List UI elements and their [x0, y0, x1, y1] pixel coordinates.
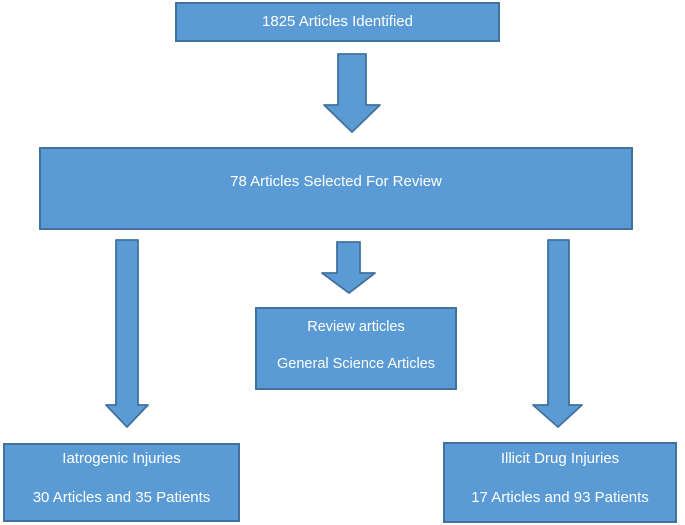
node-articles-identified-label: 1825 Articles Identified	[262, 13, 413, 30]
down-arrow-selected-to-iatrogenic-icon	[105, 239, 149, 428]
node-review-excluded-line1: Review articles	[307, 319, 405, 335]
node-illicit-drug-injuries-line2: 17 Articles and 93 Patients	[471, 489, 649, 506]
node-articles-selected-label: 78 Articles Selected For Review	[230, 173, 442, 190]
node-illicit-drug-injuries-line1: Illicit Drug Injuries	[500, 450, 620, 467]
node-iatrogenic-injuries: Iatrogenic Injuries 30 Articles and 35 P…	[3, 443, 240, 522]
node-articles-identified: 1825 Articles Identified	[175, 2, 500, 42]
node-iatrogenic-injuries-line2: 30 Articles and 35 Patients	[32, 489, 211, 506]
node-iatrogenic-injuries-line1: Iatrogenic Injuries	[62, 450, 181, 467]
node-illicit-drug-injuries: Illicit Drug Injuries 17 Articles and 93…	[443, 442, 677, 523]
node-review-excluded-line2: General Science Articles	[277, 356, 435, 372]
down-arrow-identified-to-selected-icon	[323, 53, 381, 133]
node-review-excluded: Review articles General Science Articles	[255, 307, 457, 390]
down-arrow-selected-to-review-icon	[321, 241, 376, 294]
node-articles-selected: 78 Articles Selected For Review	[39, 147, 633, 230]
down-arrow-selected-to-illicit-icon	[532, 239, 583, 428]
